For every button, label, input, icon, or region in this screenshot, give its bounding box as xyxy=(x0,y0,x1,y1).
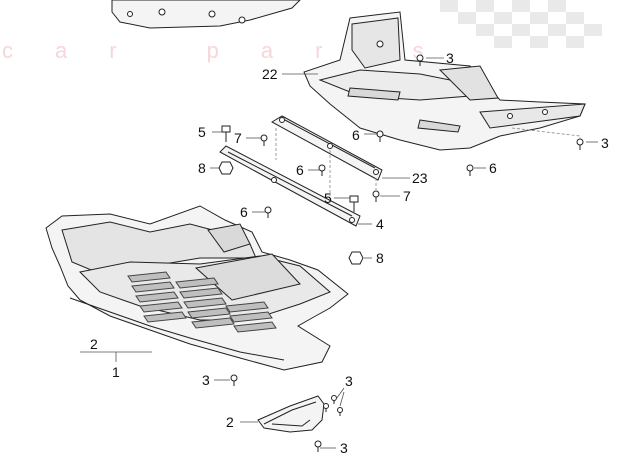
screw-icon xyxy=(372,190,380,202)
bracket-4 xyxy=(219,145,361,227)
dashed-guide xyxy=(511,127,581,140)
callout-3: 3 xyxy=(601,135,609,151)
callout-8: 8 xyxy=(198,160,206,176)
callout-3: 3 xyxy=(446,50,454,66)
screw-icon xyxy=(337,407,343,416)
callout-7: 7 xyxy=(234,130,242,146)
nut-icon xyxy=(218,161,234,175)
callout-2: 2 xyxy=(90,336,98,352)
screw-icon xyxy=(230,374,238,386)
fasteners xyxy=(218,54,584,452)
bolt-icon xyxy=(221,125,231,142)
checkered-flag-icon xyxy=(440,0,602,48)
callout-2: 2 xyxy=(226,414,234,430)
screw-icon xyxy=(323,403,329,412)
underbody-shield-1 xyxy=(45,205,349,371)
deflector-2 xyxy=(257,395,325,433)
callout-labels: 22 3 3 5 7 6 6 8 6 23 5 7 6 4 8 2 1 3 3 … xyxy=(90,50,609,456)
callout-3: 3 xyxy=(345,373,353,389)
callout-22: 22 xyxy=(262,66,278,82)
upper-cover-partial xyxy=(111,0,301,29)
callout-3: 3 xyxy=(202,372,210,388)
callout-4: 4 xyxy=(376,216,384,232)
callout-23: 23 xyxy=(412,170,428,186)
screw-icon xyxy=(376,130,384,142)
dashed-guides xyxy=(275,128,377,196)
watermark-logo: car parts xyxy=(2,0,602,63)
callout-8: 8 xyxy=(376,250,384,266)
screw-icon xyxy=(264,206,272,218)
callout-7: 7 xyxy=(403,188,411,204)
callout-6: 6 xyxy=(489,160,497,176)
callout-5: 5 xyxy=(324,190,332,206)
callout-6: 6 xyxy=(296,162,304,178)
screw-icon xyxy=(318,164,326,176)
nut-icon xyxy=(348,251,364,265)
bracket-23 xyxy=(270,115,383,181)
callout-1: 1 xyxy=(112,364,120,380)
screw-icon xyxy=(576,138,584,150)
vent-slats xyxy=(127,271,277,333)
leader-lines xyxy=(80,57,598,449)
callout-3: 3 xyxy=(340,440,348,456)
callout-5: 5 xyxy=(198,124,206,140)
screw-icon xyxy=(466,164,474,176)
underbody-panel-22 xyxy=(303,11,586,151)
screw-icon xyxy=(314,440,322,452)
callout-6: 6 xyxy=(240,204,248,220)
bolt-icon xyxy=(349,195,359,212)
screw-icon xyxy=(416,54,424,66)
screw-icon xyxy=(260,134,268,146)
callout-6: 6 xyxy=(352,127,360,143)
